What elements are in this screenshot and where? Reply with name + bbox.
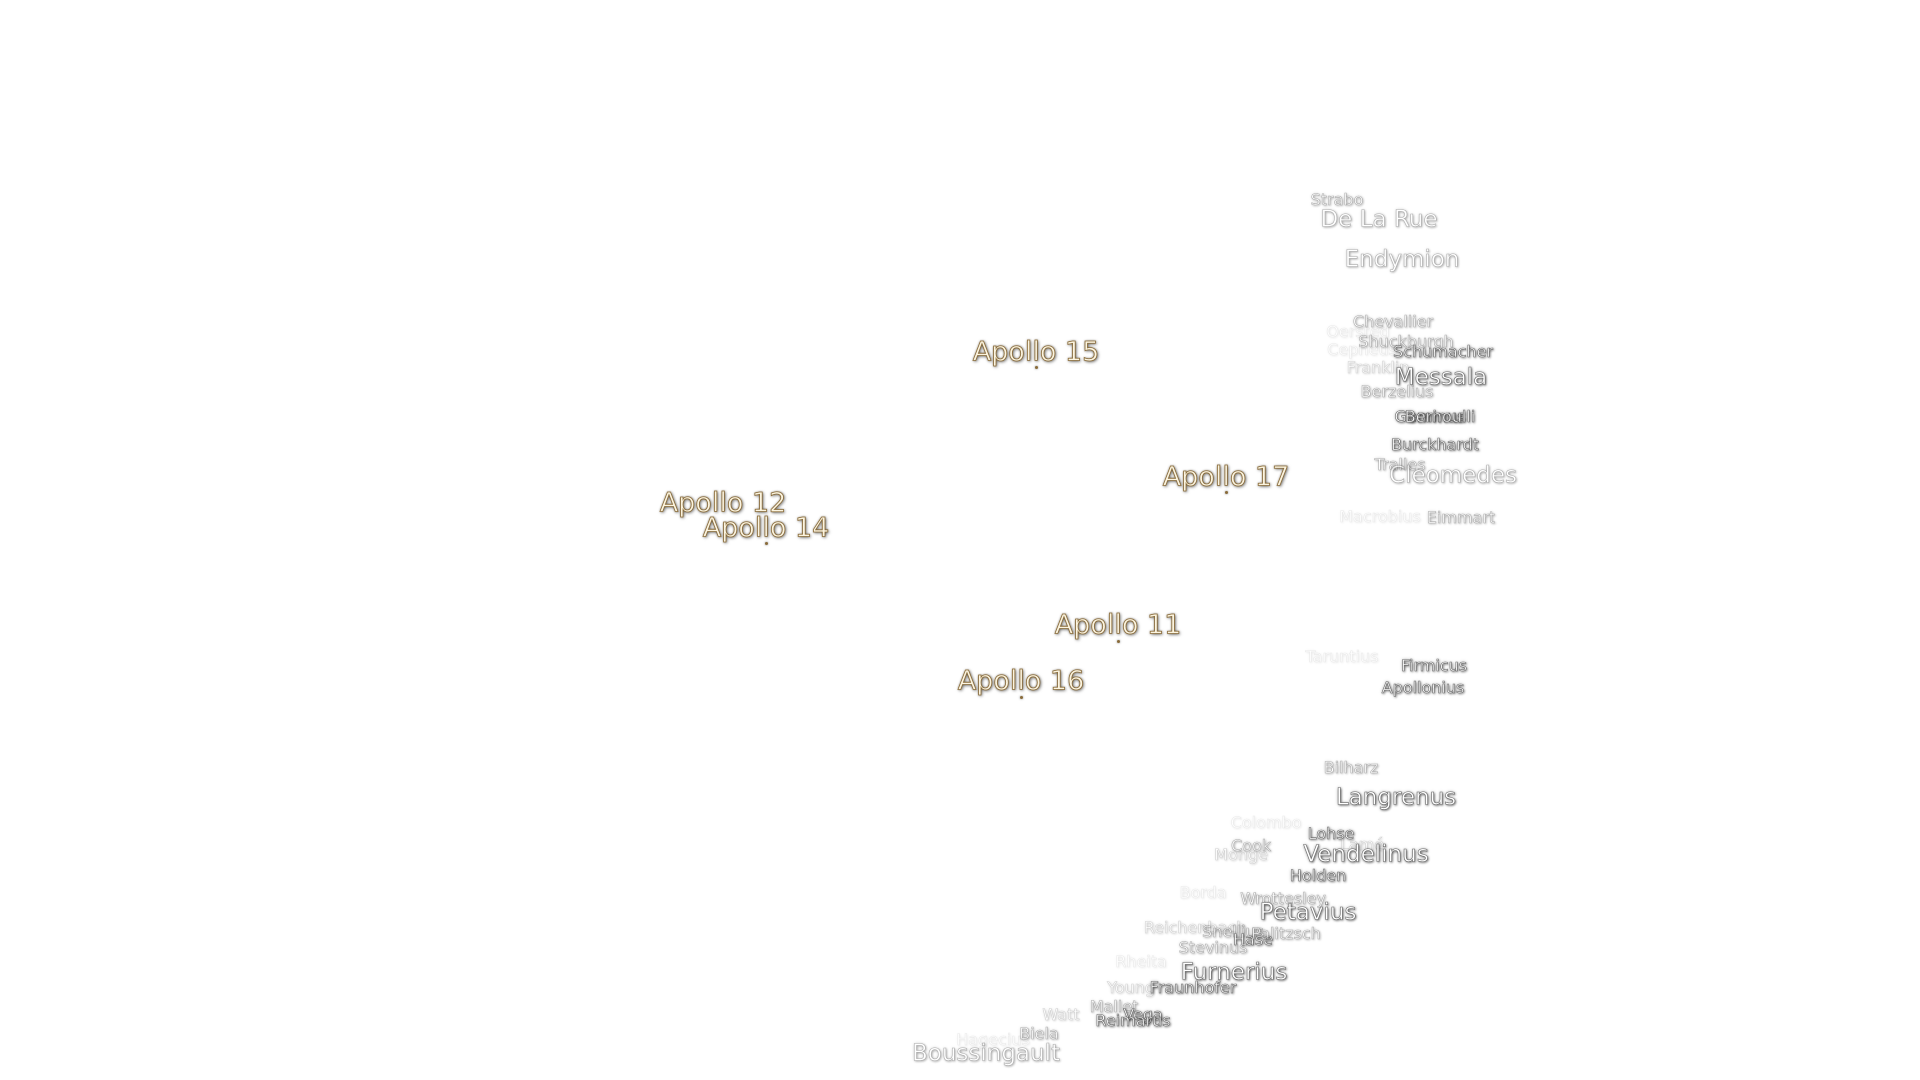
crater-taruntius[interactable]: Taruntius <box>1305 647 1379 666</box>
crater-schumacher[interactable]: Schumacher <box>1393 342 1494 361</box>
apollo-14-label[interactable]: Apollo 14 <box>702 512 830 544</box>
crater-de-la-rue[interactable]: De La Rue <box>1320 206 1438 233</box>
crater-vendelinus[interactable]: Vendelinus <box>1303 841 1429 868</box>
apollo-15-label[interactable]: Apollo 15 <box>972 336 1100 368</box>
apollo-16-marker[interactable] <box>1020 696 1023 699</box>
crater-mallet[interactable]: Mallet <box>1089 997 1139 1016</box>
crater-petavius[interactable]: Petavius <box>1259 899 1357 926</box>
apollo-14-marker[interactable] <box>765 542 768 545</box>
crater-lame[interactable]: Lamé <box>1339 835 1385 854</box>
crater-langrenus[interactable]: Langrenus <box>1335 784 1457 811</box>
crater-bilharz[interactable]: Bilharz <box>1323 758 1379 777</box>
crater-boussingault[interactable]: Boussingault <box>911 1040 1061 1067</box>
crater-endymion[interactable]: Endymion <box>1344 246 1460 273</box>
crater-fraunhofer[interactable]: Fraunhofer <box>1149 978 1237 997</box>
crater-franklin[interactable]: Franklin <box>1346 358 1410 377</box>
apollo-17-marker[interactable] <box>1225 491 1228 494</box>
crater-tralles[interactable]: Tralles <box>1374 455 1426 474</box>
apollo-16-label[interactable]: Apollo 16 <box>957 665 1085 697</box>
crater-firmicus[interactable]: Firmicus <box>1400 656 1468 675</box>
crater-stevinus[interactable]: Stevinus <box>1178 938 1248 957</box>
crater-holden[interactable]: Holden <box>1289 866 1347 885</box>
crater-chevallier[interactable]: Chevallier <box>1352 312 1434 331</box>
crater-wrottesley[interactable]: Wrottesley <box>1240 889 1326 908</box>
crater-geminus[interactable]: Geminus <box>1394 407 1466 426</box>
apollo-11-label[interactable]: Apollo 11 <box>1054 609 1182 641</box>
crater-bernoulli[interactable]: Bernoulli <box>1404 407 1476 426</box>
crater-rheita[interactable]: Rheita <box>1115 952 1167 971</box>
crater-berzelius[interactable]: Berzelius <box>1360 382 1434 401</box>
apollo-17-label[interactable]: Apollo 17 <box>1162 461 1290 493</box>
crater-cepheus[interactable]: Cepheus <box>1327 340 1397 359</box>
crater-hagecius[interactable]: Hagecius <box>956 1030 1030 1049</box>
crater-eimmart[interactable]: Eimmart <box>1426 508 1496 527</box>
apollo-12-label[interactable]: Apollo 12 <box>659 487 787 519</box>
apollo-15-marker[interactable] <box>1035 366 1038 369</box>
crater-young[interactable]: Young <box>1107 978 1155 997</box>
crater-borda[interactable]: Borda <box>1179 883 1227 902</box>
crater-messala[interactable]: Messala <box>1394 364 1488 391</box>
crater-palitzsch[interactable]: Palitzsch <box>1251 924 1321 943</box>
crater-lohse[interactable]: Lohse <box>1307 824 1355 843</box>
crater-cleomedes[interactable]: Cleomedes <box>1389 462 1518 489</box>
crater-biela[interactable]: Biela <box>1019 1024 1059 1043</box>
crater-snellius[interactable]: Snellius <box>1202 922 1265 941</box>
crater-reimarus[interactable]: Reimarus <box>1095 1011 1171 1030</box>
crater-cook[interactable]: Cook <box>1230 836 1272 855</box>
crater-vega[interactable]: Vega <box>1123 1005 1163 1024</box>
crater-oersted[interactable]: Oersted <box>1326 322 1390 341</box>
crater-furnerius[interactable]: Furnerius <box>1180 959 1288 986</box>
crater-macrobius[interactable]: Macrobius <box>1339 507 1421 526</box>
crater-strabo[interactable]: Strabo <box>1310 190 1364 209</box>
apollo-11-marker[interactable] <box>1117 640 1120 643</box>
crater-burckhardt[interactable]: Burckhardt <box>1390 435 1480 454</box>
crater-hase[interactable]: Hase <box>1232 930 1274 949</box>
crater-colombo[interactable]: Colombo <box>1230 813 1302 832</box>
crater-watt[interactable]: Watt <box>1042 1005 1080 1024</box>
crater-reichenbach[interactable]: Reichenbach <box>1143 918 1247 937</box>
crater-shuckburgh[interactable]: Shuckburgh <box>1358 332 1454 351</box>
crater-monge[interactable]: Monge <box>1214 845 1268 864</box>
crater-apollonius[interactable]: Apollonius <box>1381 678 1465 697</box>
